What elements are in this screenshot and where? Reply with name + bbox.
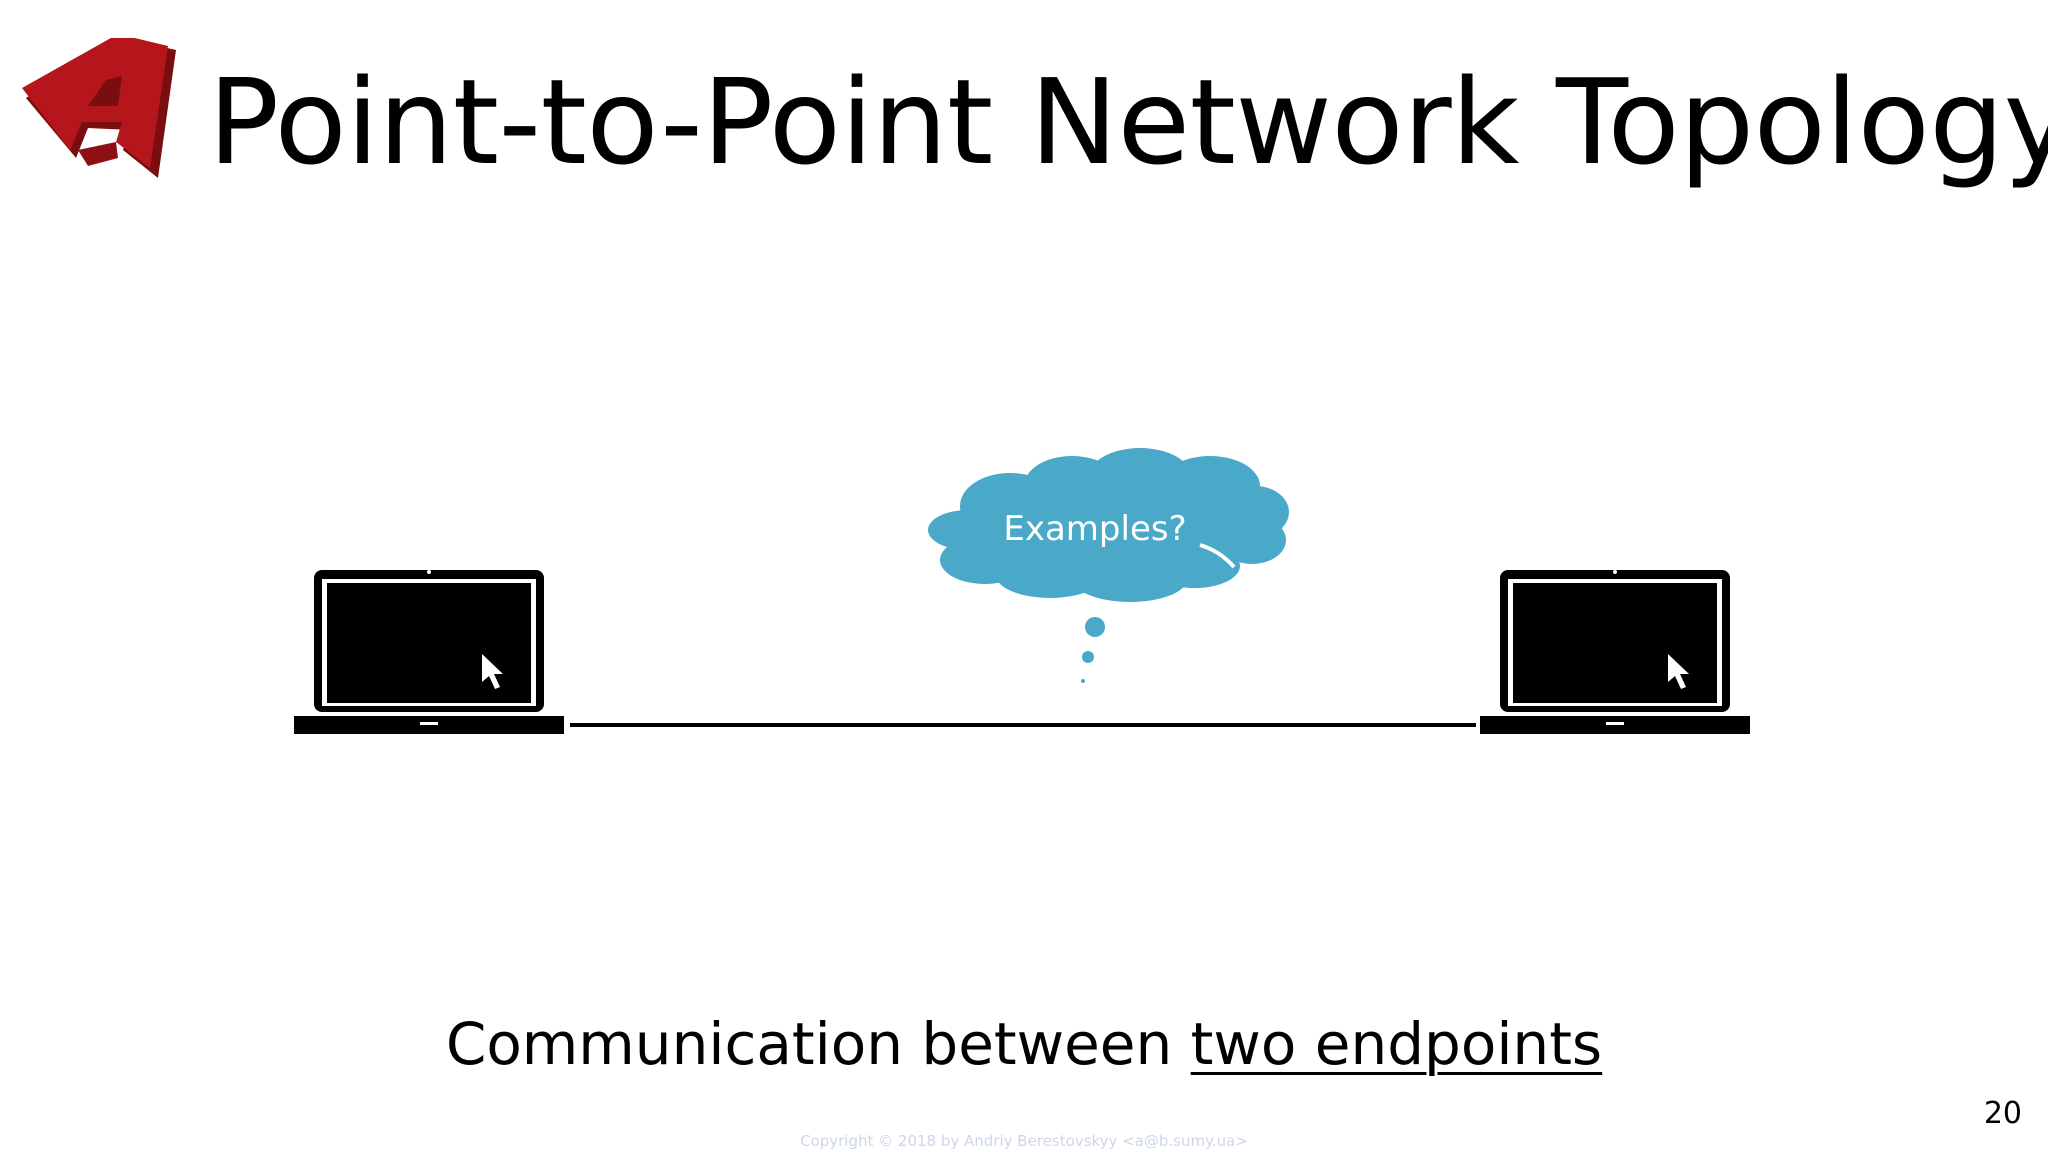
thought-cloud-icon [928,448,1289,683]
thought-bubble-text: Examples? [1003,509,1187,549]
laptop-icon [294,570,564,734]
page-number: 20 [1983,1096,2022,1131]
logo-a-icon [22,38,176,178]
caption-emphasis: two endpoints [1190,1010,1603,1078]
copyright-notice: Copyright © 2018 by Andriy Berestovskyy … [800,1132,1248,1150]
caption-text: Communication between [445,1010,1191,1078]
slide-title: Point-to-Point Network Topology [208,53,2048,191]
laptop-icon [1480,570,1750,734]
slide-caption: Communication between two endpoints [0,1004,2048,1084]
